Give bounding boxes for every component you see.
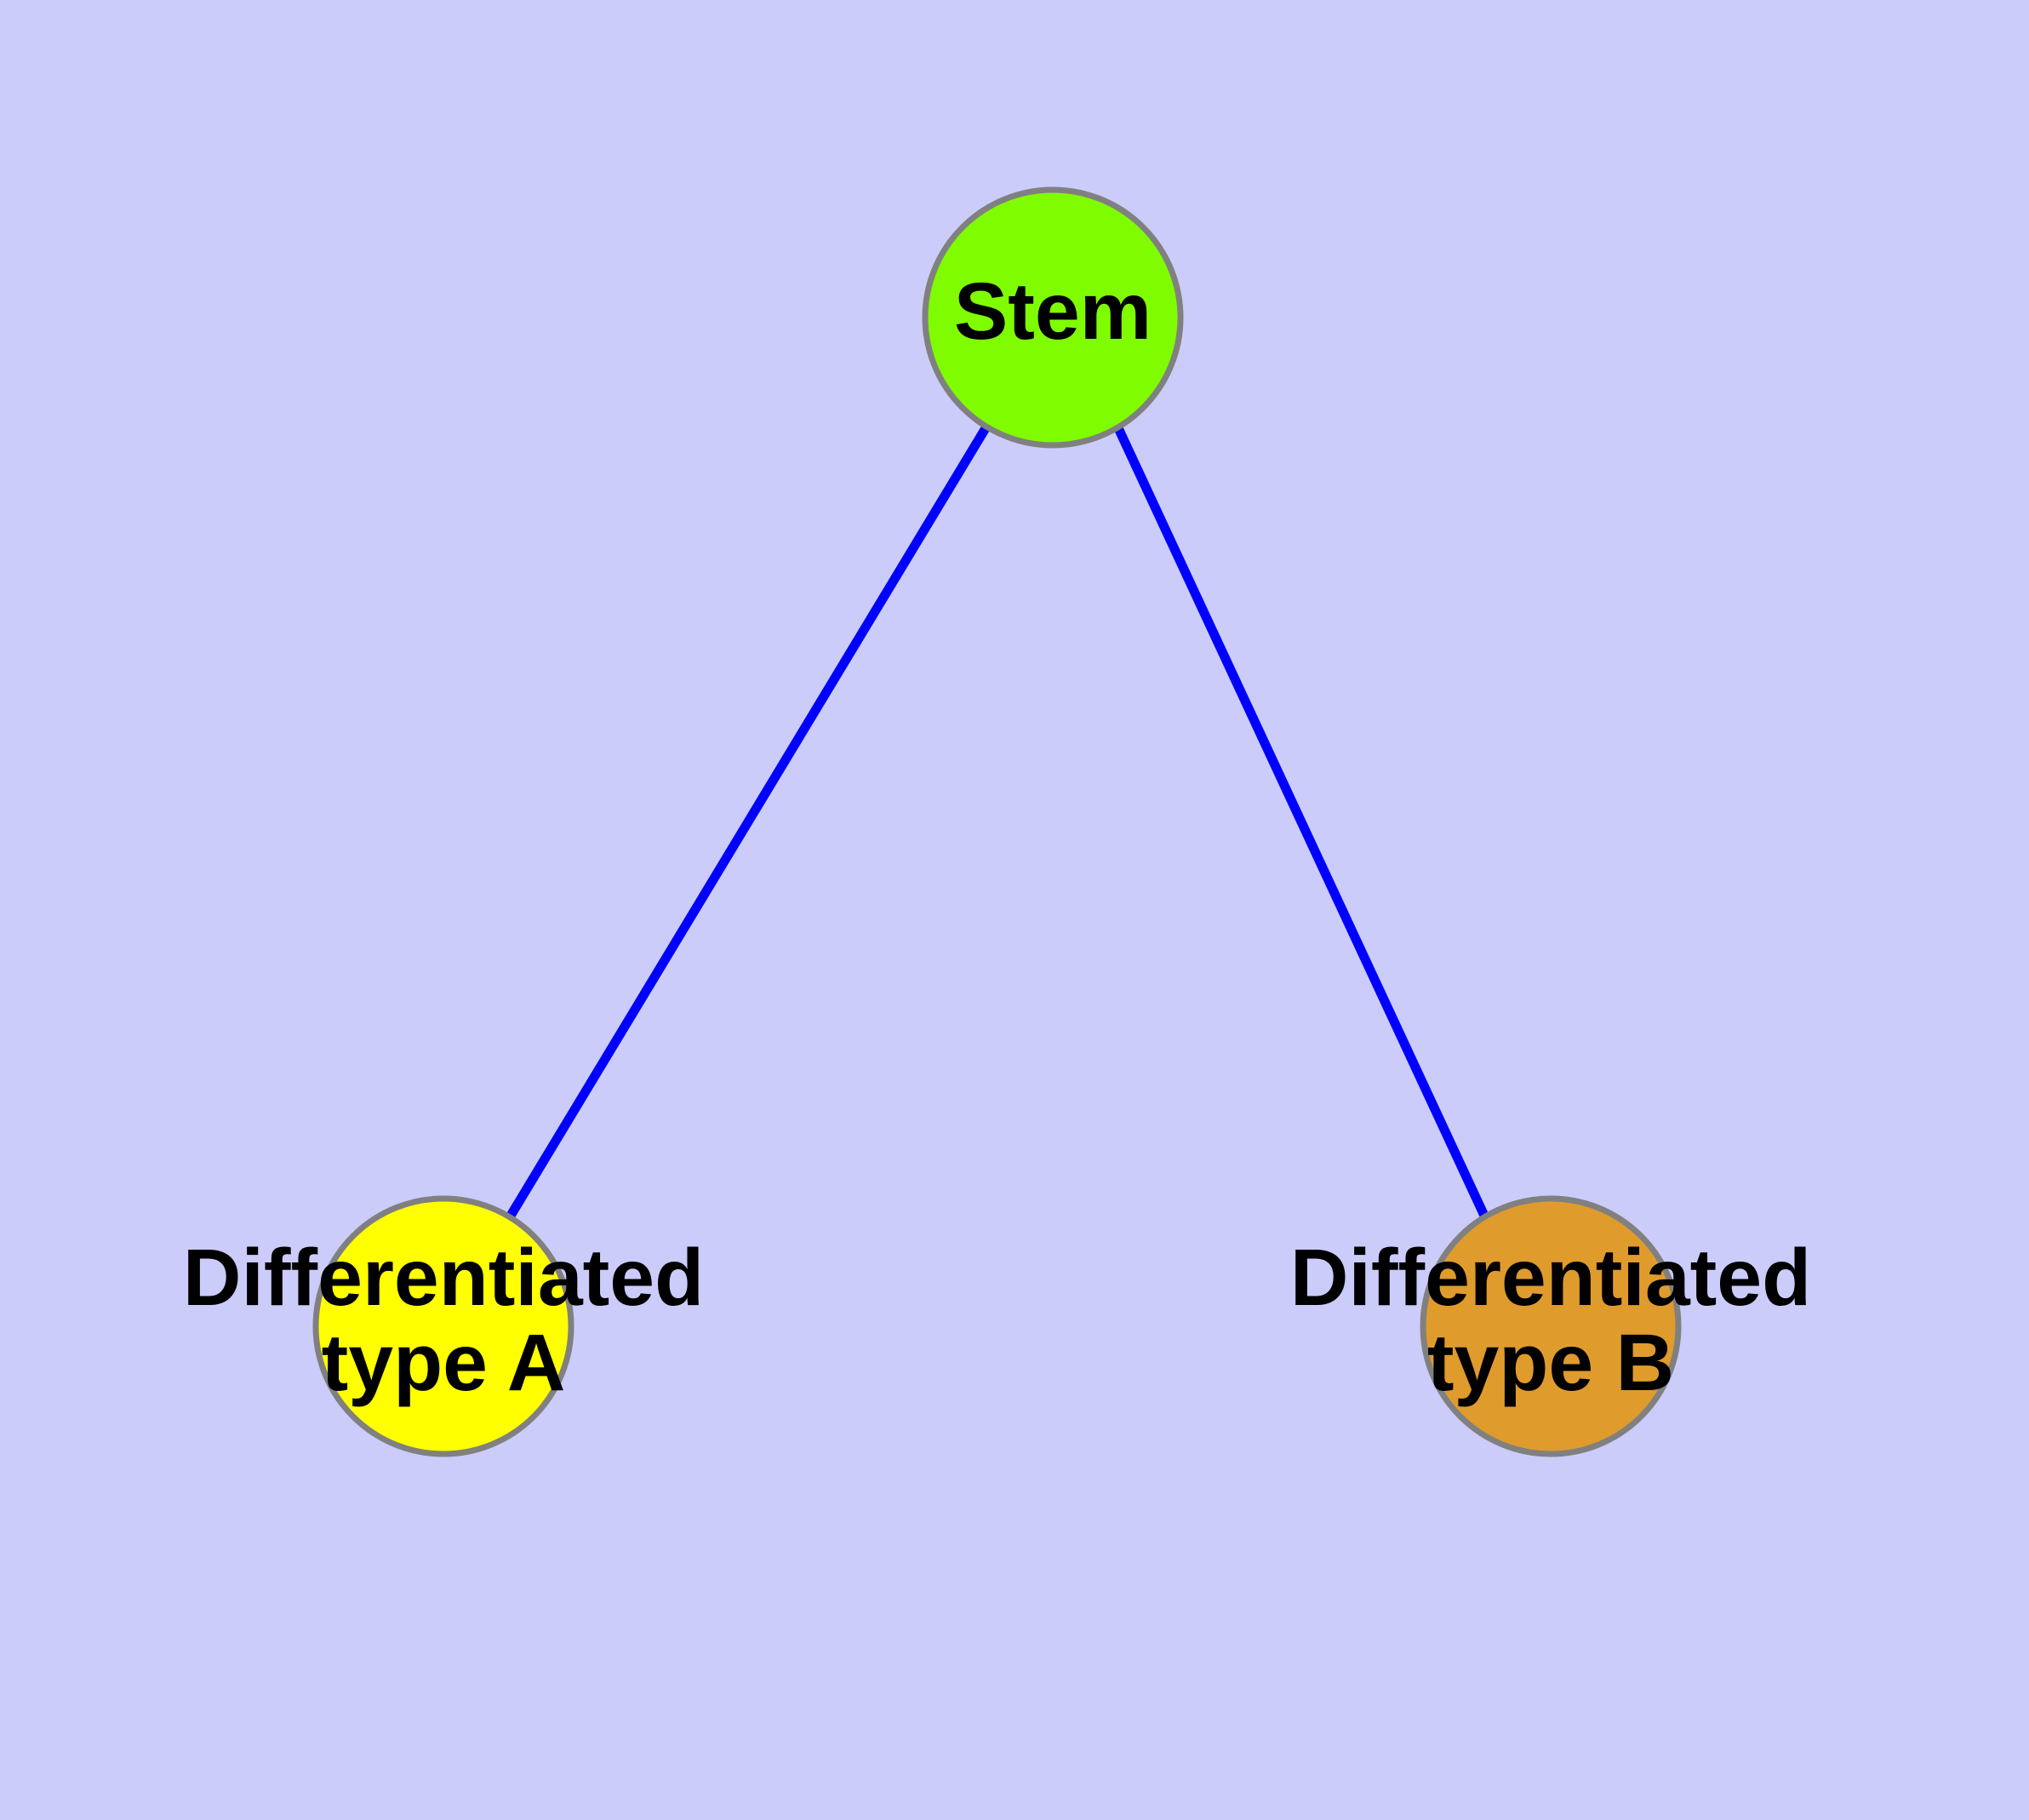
nodes-layer xyxy=(312,186,1682,1457)
node-label-stem: Stem xyxy=(954,266,1152,357)
node-diff-b[interactable] xyxy=(1420,1195,1682,1457)
edges-layer xyxy=(506,426,1489,1218)
edge-stem-diff-b[interactable] xyxy=(1114,426,1489,1218)
edge-stem-diff-a[interactable] xyxy=(506,426,990,1218)
node-label-line: type A xyxy=(322,1318,566,1408)
node-label-line: Differentiated xyxy=(1290,1233,1811,1323)
node-label-line: type B xyxy=(1427,1318,1674,1408)
node-label-line: Differentiated xyxy=(183,1233,704,1323)
node-stem[interactable] xyxy=(922,186,1184,449)
node-diff-a[interactable] xyxy=(312,1195,574,1457)
node-label-line: Stem xyxy=(954,266,1152,357)
